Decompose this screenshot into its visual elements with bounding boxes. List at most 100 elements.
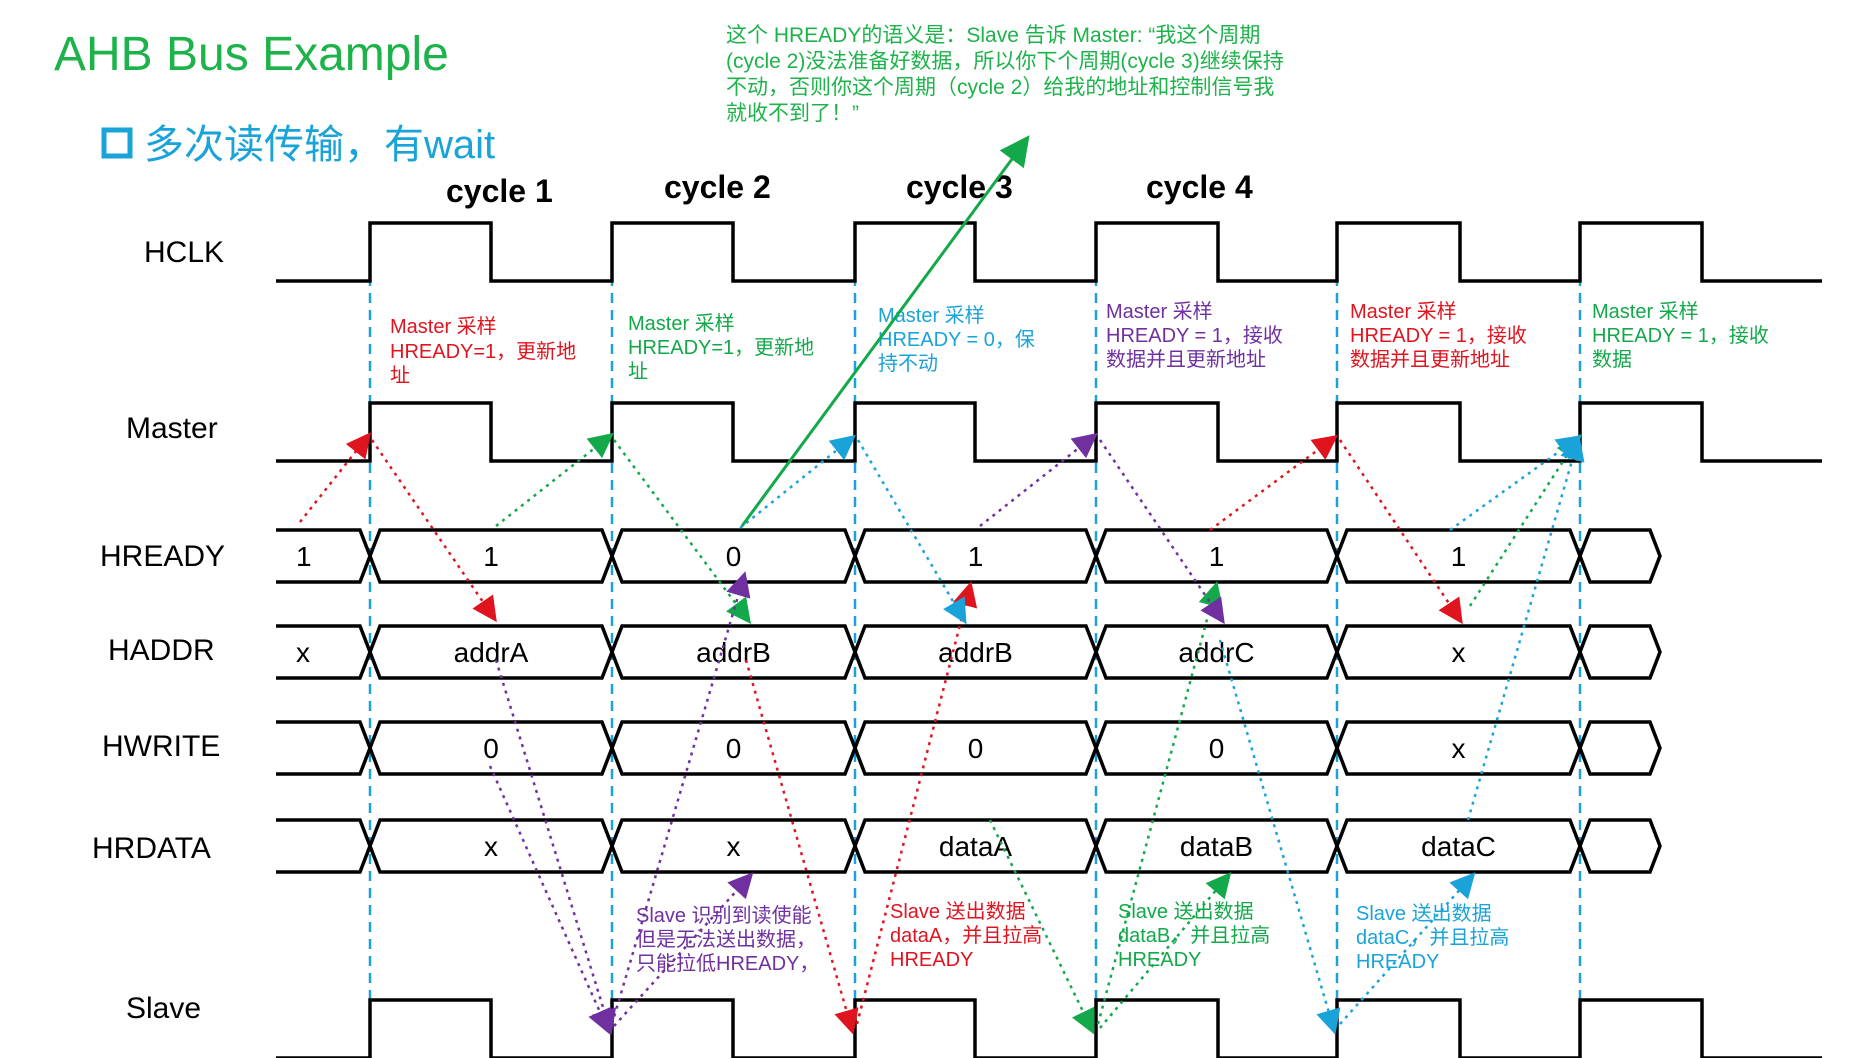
note-line: HREADY (890, 949, 973, 971)
note-line: HREADY (1356, 951, 1439, 973)
note-line: Master 采样 (1350, 300, 1457, 323)
note-line: 持不动 (878, 352, 938, 375)
slave-waveform (276, 998, 1822, 1058)
note-line: 只能拉低HREADY， (636, 952, 819, 975)
cycle-label: cycle 1 (446, 173, 553, 209)
note-line: HREADY = 1，接收 (1106, 324, 1283, 347)
note-line: HREADY = 1，接收 (1592, 324, 1769, 347)
hwrite-value: 0 (726, 733, 742, 764)
signal-label-hrdata: HRDATA (92, 832, 211, 865)
hwrite-value: 0 (968, 733, 984, 764)
subtitle: 多次读传输，有wait (144, 123, 495, 167)
note-line: dataC，并且拉高 (1356, 926, 1509, 949)
arrow-cyan (856, 439, 967, 625)
master-note: Master 采样 HREADY=1，更新地 址 (628, 312, 814, 383)
hready-value: 1 (1209, 541, 1225, 572)
note-line: HREADY = 1，接收 (1350, 324, 1527, 347)
master-note: Master 采样 HREADY = 1，接收 数据并且更新地址 (1106, 300, 1283, 371)
arrow-red (744, 659, 859, 1035)
arrow-green (1468, 433, 1581, 607)
cycle-label: cycle 2 (664, 169, 771, 205)
arrow-purple (488, 765, 612, 1035)
note-line: Master 采样 (1106, 300, 1213, 323)
top-note: 这个 HREADY的语义是：Slave 告诉 Master: “我这个周期 (c… (726, 24, 1284, 125)
note-line: Slave 识别到读使能 (636, 904, 812, 927)
arrow-purple (494, 659, 617, 1035)
haddr-value: addrC (1178, 637, 1254, 668)
arrow-green (988, 819, 1095, 1035)
signal-label-hwrite: HWRITE (102, 730, 220, 763)
arrow-green (1096, 581, 1223, 1025)
top-note-arrow (740, 135, 1030, 527)
arrow-cyan (1339, 872, 1476, 1025)
page-title: AHB Bus Example (54, 28, 449, 81)
hready-segment (1578, 528, 1662, 584)
hready-value: 1 (296, 541, 312, 572)
signal-label-master: Master (126, 412, 218, 445)
arrow-purple (613, 872, 754, 1027)
top-note-line: 就收不到了！” (726, 102, 859, 125)
haddr-value: addrB (696, 637, 771, 668)
signal-label-hclk: HCLK (144, 236, 224, 269)
hrdata-segment (1578, 818, 1662, 874)
note-line: dataB，并且拉高 (1118, 924, 1270, 947)
note-line: Master 采样 (878, 304, 985, 327)
note-line: Master 采样 (1592, 300, 1699, 323)
note-line: 址 (390, 364, 410, 387)
hready-segment (276, 528, 372, 584)
master-note: Master 采样 HREADY = 1，接收 数据 (1592, 300, 1769, 371)
note-line: HREADY (1118, 949, 1201, 971)
note-line: HREADY=1，更新地 (390, 340, 576, 363)
note-line: Slave 送出数据 (1356, 902, 1492, 925)
master-note: Master 采样 HREADY = 0，保 持不动 (878, 304, 1035, 375)
hready-value: 1 (1451, 541, 1467, 572)
top-note-line: 这个 HREADY的语义是：Slave 告诉 Master: “我这个周期 (726, 24, 1260, 47)
bullet-square-icon (101, 127, 133, 159)
master-note: Master 采样 HREADY=1，更新地 址 (390, 315, 576, 387)
note-line: Master 采样 (390, 315, 497, 338)
arrow-purple (610, 571, 751, 1025)
haddr-value: addrA (454, 637, 529, 668)
arrow-red (855, 581, 978, 1025)
hrdata-value: x (727, 831, 741, 862)
slave-note: Slave 送出数据 dataC，并且拉高 HREADY (1356, 902, 1509, 973)
haddr-value: addrB (938, 637, 1013, 668)
note-line: HREADY = 0，保 (878, 328, 1035, 351)
cycle-label: cycle 3 (906, 169, 1013, 205)
arrow-red (1209, 435, 1339, 532)
note-line: Master 采样 (628, 312, 735, 335)
note-line: 但是无法送出数据， (636, 928, 816, 951)
arrow-green (495, 432, 614, 527)
cycle-label: cycle 4 (1146, 169, 1253, 205)
hrdata-value: dataB (1180, 831, 1253, 862)
haddr-segment (276, 624, 372, 680)
hrdata-value: dataA (939, 831, 1012, 862)
note-line: Slave 送出数据 (890, 900, 1026, 923)
hclk-waveform (276, 221, 1822, 283)
arrow-green (612, 439, 751, 625)
arrow-red (299, 432, 372, 523)
slave-note: Slave 送出数据 dataB，并且拉高 HREADY (1118, 900, 1270, 971)
arrow-cyan (1218, 639, 1341, 1035)
master-notes: Master 采样 HREADY=1，更新地 址 Master 采样 HREAD… (390, 300, 1769, 387)
arrow-cyan (1449, 435, 1583, 532)
slave-note: Slave 识别到读使能 但是无法送出数据， 只能拉低HREADY， (636, 904, 819, 975)
hwrite-segment (1578, 720, 1662, 776)
slave-notes: Slave 识别到读使能 但是无法送出数据， 只能拉低HREADY， Slave… (636, 900, 1509, 975)
hrdata-value: dataC (1421, 831, 1496, 862)
hwrite-value: 0 (483, 733, 499, 764)
hwrite-value: x (1452, 733, 1466, 764)
causality-arrows (299, 432, 1585, 1035)
signal-label-haddr: HADDR (108, 634, 215, 667)
subtitle-group: 多次读传输，有wait (101, 123, 495, 167)
hready-value: 0 (726, 541, 742, 572)
master-waveform (276, 401, 1822, 463)
master-note: Master 采样 HREADY = 1，接收 数据并且更新地址 (1350, 300, 1527, 371)
top-note-line: 不动，否则你这个周期（cycle 2）给我的地址和控制信号我 (726, 76, 1274, 99)
hwrite-segment (276, 720, 372, 776)
haddr-value: x (1452, 637, 1466, 668)
top-note-line: (cycle 2)没法准备好数据，所以你下个周期(cycle 3)继续保持 (726, 50, 1284, 73)
haddr-value: x (296, 637, 310, 668)
